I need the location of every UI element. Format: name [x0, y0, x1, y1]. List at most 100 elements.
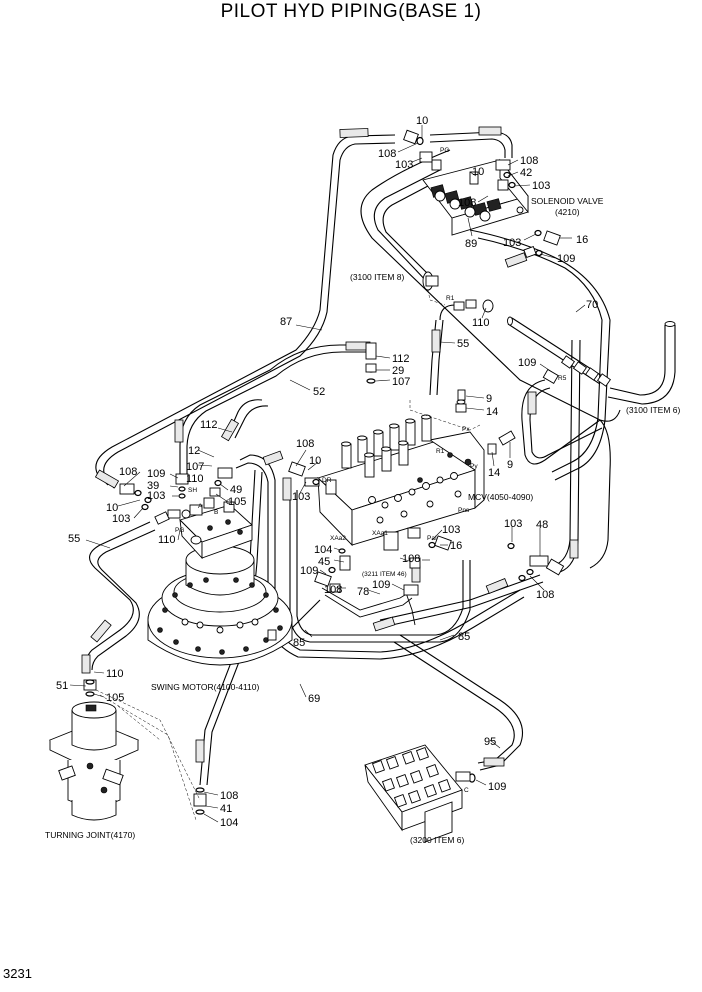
port-label: PaI [427, 535, 437, 542]
port-labels: PG R1 R5 Px Py R1 Pns PaI XAa2 XAa1 SH P… [175, 147, 567, 794]
callout-103: 103 [395, 159, 413, 171]
callout-108: 108 [119, 466, 137, 478]
callout-105: 105 [228, 496, 246, 508]
callout-103: 103 [292, 491, 310, 503]
callout-10: 10 [309, 455, 321, 467]
callout-109: 109 [300, 565, 318, 577]
port-label: R5 [558, 375, 567, 382]
callout-87: 87 [280, 316, 292, 328]
mcv-label: MCV(4050-4090) [468, 492, 533, 502]
callout-110: 110 [186, 473, 204, 485]
callout-10: 10 [416, 115, 428, 127]
assembly-labels: SOLENOID VALVE (4210) (3100 ITEM 8) (310… [45, 196, 680, 845]
page-number: 3231 [3, 966, 32, 981]
port-label: PG [175, 527, 184, 534]
callout-108: 108 [324, 584, 342, 596]
mcv-block [304, 400, 485, 551]
callout-45: 45 [318, 556, 330, 568]
callout-14: 14 [488, 467, 500, 479]
callout-108: 108 [296, 438, 314, 450]
port-label: XAa2 [330, 535, 346, 542]
callout-39: 39 [147, 480, 159, 492]
item-3211-46-label: (3211 ITEM 46) [362, 571, 407, 578]
port-label: PG [440, 147, 449, 154]
callout-10: 10 [472, 166, 484, 178]
fittings-top [403, 129, 516, 191]
fittings-9-14 [455, 389, 516, 455]
callout-109: 109 [518, 357, 536, 369]
callout-103: 103 [532, 180, 550, 192]
callout-107: 107 [392, 376, 410, 388]
hose-crimps [81, 126, 579, 767]
callout-55: 55 [457, 338, 469, 350]
callout-85: 85 [458, 631, 470, 643]
item-3200-6-manifold [364, 744, 476, 843]
item-3200-6-label: (3200 ITEM 6) [410, 835, 464, 845]
callout-14: 14 [486, 406, 498, 418]
callout-49: 49 [230, 484, 242, 496]
callout-108: 108 [520, 155, 538, 167]
callout-89: 89 [465, 238, 477, 250]
swing-motor [119, 467, 293, 666]
callout-12: 12 [188, 445, 200, 457]
callout-108: 108 [536, 589, 554, 601]
callout-numbers: 10 108 103 108 42 103 10 108 89 103 16 1… [56, 115, 598, 829]
callout-95: 95 [484, 736, 496, 748]
port-label: C [464, 787, 469, 794]
solenoid-valve-number: (4210) [555, 207, 580, 217]
callout-103: 103 [147, 490, 165, 502]
callout-52: 52 [313, 386, 325, 398]
callout-103: 103 [504, 518, 522, 530]
callout-103: 103 [442, 524, 460, 536]
callout-112: 112 [200, 419, 218, 431]
port-label: C [226, 499, 231, 506]
callout-70: 70 [586, 299, 598, 311]
callout-10: 10 [106, 502, 118, 514]
callout-9: 9 [486, 393, 492, 405]
callout-108: 108 [458, 197, 476, 209]
callout-85: 85 [293, 637, 305, 649]
fittings-16-109 [523, 229, 561, 259]
fittings-112-29-107 [365, 342, 377, 384]
turning-joint-label: TURNING JOINT(4170) [45, 830, 135, 840]
callout-108: 108 [220, 790, 238, 802]
callout-108: 108 [378, 148, 396, 160]
callout-109: 109 [147, 468, 165, 480]
callout-109: 109 [372, 579, 390, 591]
callout-51: 51 [56, 680, 68, 692]
callout-48: 48 [536, 519, 548, 531]
callout-9: 9 [507, 459, 513, 471]
callout-78: 78 [357, 586, 369, 598]
swing-motor-label: SWING MOTOR(4100-4110) [151, 682, 259, 692]
port-label: R1 [446, 295, 455, 302]
port-label: B [214, 509, 218, 516]
callout-110: 110 [472, 317, 490, 329]
port-label: XAa1 [372, 530, 388, 537]
callout-29: 29 [392, 365, 404, 377]
solenoid-valve-label: SOLENOID VALVE [531, 196, 604, 206]
callout-16: 16 [576, 234, 588, 246]
port-label: R1 [436, 448, 445, 455]
port-label: A [198, 503, 203, 510]
port-label: DR [322, 477, 332, 484]
page-title: PILOT HYD PIPING(BASE 1) [221, 1, 482, 22]
callout-103: 103 [503, 237, 521, 249]
callout-55: 55 [68, 533, 80, 545]
item-3100-8-fitting [422, 271, 494, 313]
item-3100-6-fittings [542, 355, 612, 387]
callout-41: 41 [220, 803, 232, 815]
callout-42: 42 [520, 167, 532, 179]
callout-109: 109 [488, 781, 506, 793]
solenoid-valve-block [422, 158, 529, 236]
callout-104: 104 [314, 544, 332, 556]
callout-16: 16 [450, 540, 462, 552]
callout-109: 109 [557, 253, 575, 265]
callout-107: 107 [186, 461, 204, 473]
turning-joint [48, 679, 140, 821]
port-label: Py [470, 463, 478, 470]
callout-105: 105 [106, 692, 124, 704]
item-3100-8-label: (3100 ITEM 8) [350, 272, 404, 282]
callout-69: 69 [308, 693, 320, 705]
port-label: SH [188, 487, 197, 494]
